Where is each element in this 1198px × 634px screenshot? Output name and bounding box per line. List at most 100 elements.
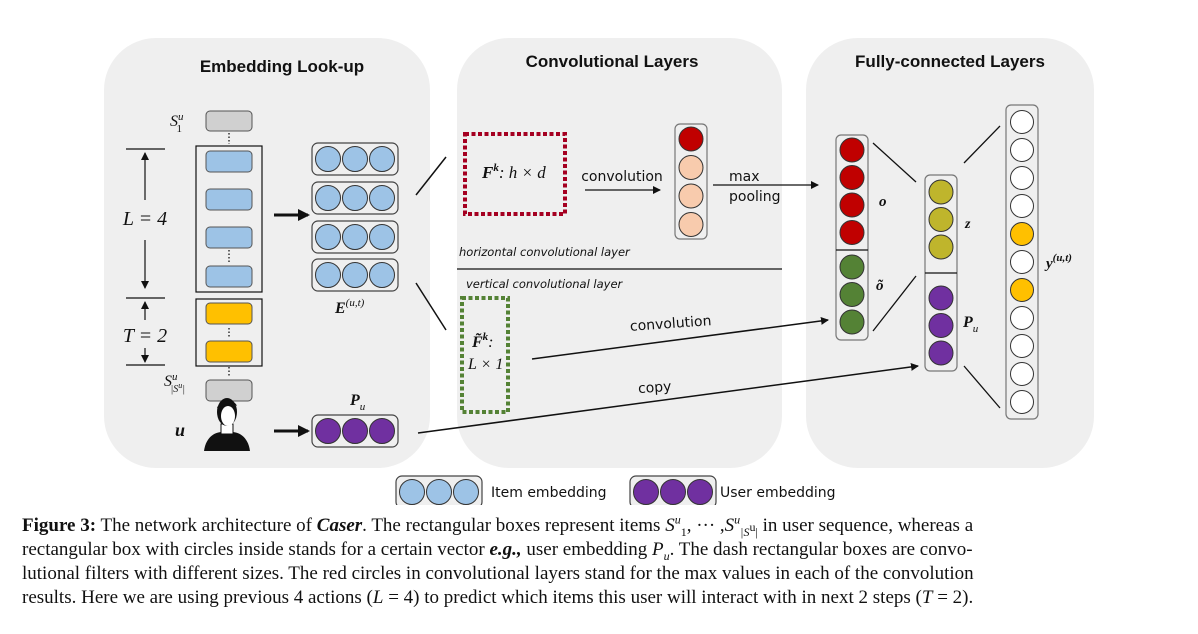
legend-item-embedding-swatch [395,475,483,505]
o-circle [839,192,865,218]
embedding-circle [342,224,368,250]
caption-line-3: lutional filters with different sizes. T… [22,563,974,584]
o-tilde-circle [839,309,865,335]
legend-item-embedding: Item embedding [395,475,607,505]
caption-line-4: results. Here we are using previous 4 ac… [22,587,974,608]
embedding-circle [342,418,368,444]
embedding-circle [315,146,341,172]
o-circle [839,220,865,245]
y-label: y(u,t) [1044,252,1072,272]
legend-user-embedding-swatch [629,475,717,505]
embedding-circle [369,418,395,444]
embedding-circle [342,262,368,288]
vertical-filter-box [460,296,510,414]
vertical-convolution-label: convolution [629,313,711,335]
convolutional-panel-title: Convolutional Layers [526,52,699,71]
last-item-label: Su|Su| [164,371,185,395]
embedding-circle [399,479,425,505]
legend-user-embedding-label: User embedding [720,485,836,501]
embedding-matrix-label: E(u,t) [334,297,365,317]
conv-output-circle [678,212,704,237]
embedding-circle [453,479,479,505]
copy-arrow [417,362,919,434]
input-item-box [205,150,253,173]
item-embedding-row [311,258,399,292]
legend-item-embedding-label: Item embedding [491,485,607,501]
output-circle [1010,250,1034,274]
horizontal-filter-label: Fk: h × d [481,162,546,182]
fully-connected-panel-title: Fully-connected Layers [855,52,1045,71]
output-circle [1010,390,1034,414]
embedding-circle [315,224,341,250]
conv-output-circle [678,155,704,180]
item-embedding-row [311,181,399,215]
o-to-z-line [872,142,917,183]
target-output-circle [1010,222,1034,246]
embedding-circle [315,418,341,444]
output-circle [1010,166,1034,190]
l-window-frame [195,145,263,293]
output-circle [1010,362,1034,386]
output-circle [1010,138,1034,162]
target-item-box [205,302,253,325]
conv-output-column [674,123,708,240]
embedding-circle [315,262,341,288]
target-item-box [205,340,253,363]
vertical-layer-label: vertical convolutional layer [466,277,624,291]
caption-line-1: Figure 3: The network architecture of Ca… [22,512,974,539]
o-tilde-circle [839,282,865,307]
conv-output-circle [678,183,704,209]
embedding-circle [660,479,686,505]
convolution-label: convolution [581,169,663,185]
embedding-circle [687,479,713,505]
l-window-label: L = 4 [122,208,167,230]
horizontal-layer-label: horizontal convolutional layer [459,245,631,259]
o-label: o [879,194,887,210]
t-window-frame [195,298,263,367]
embedding-circle [342,146,368,172]
target-output-circle [1010,278,1034,302]
pu-circle [928,285,954,311]
user-embedding-label: Pu [349,392,366,413]
input-item-box [205,265,253,288]
z-to-y-bottom-line [963,365,1001,409]
user-avatar-icon [204,398,250,451]
embedding-circle [369,185,395,211]
last-item-box [205,379,253,402]
max-pooling-label-1: max [729,169,760,185]
z-circle [928,207,954,232]
e-to-horizontal-filter-line [415,156,447,196]
first-item-box [205,110,253,132]
copy-label: copy [637,379,671,397]
vertical-filter-dims: L × 1 [467,356,503,373]
embedding-circle [342,185,368,211]
legend-user-embedding: User embedding [629,475,836,505]
z-label: z [964,217,971,232]
input-item-box [205,188,253,211]
output-circle [1010,194,1034,218]
caser-architecture-diagram: Embedding Look-up Convolutional Layers F… [104,38,1094,505]
figure-label: Figure 3: [22,515,97,536]
pu-circle [928,340,954,366]
embedding-circle [369,262,395,288]
user-embedding-row [311,414,399,448]
max-pooling-label-2: pooling [729,189,781,205]
embedding-circle [426,479,452,505]
output-circle [1010,334,1034,358]
pu-label: Pu [962,314,979,335]
output-circle [1010,306,1034,330]
user-label: u [175,420,185,440]
embedding-circle [369,146,395,172]
input-item-box [205,226,253,249]
embedding-circle [633,479,659,505]
embedding-circle [315,185,341,211]
z-circle [928,234,954,260]
model-name: Caser [316,515,363,536]
z-to-y-top-line [963,125,1001,164]
caption-line-2: rectangular box with circles inside stan… [22,539,973,563]
output-circle [1010,110,1034,134]
vertical-convolution-arrow [531,316,829,360]
horizontal-filter-box [463,132,567,216]
e-to-vertical-filter-line [415,282,447,331]
